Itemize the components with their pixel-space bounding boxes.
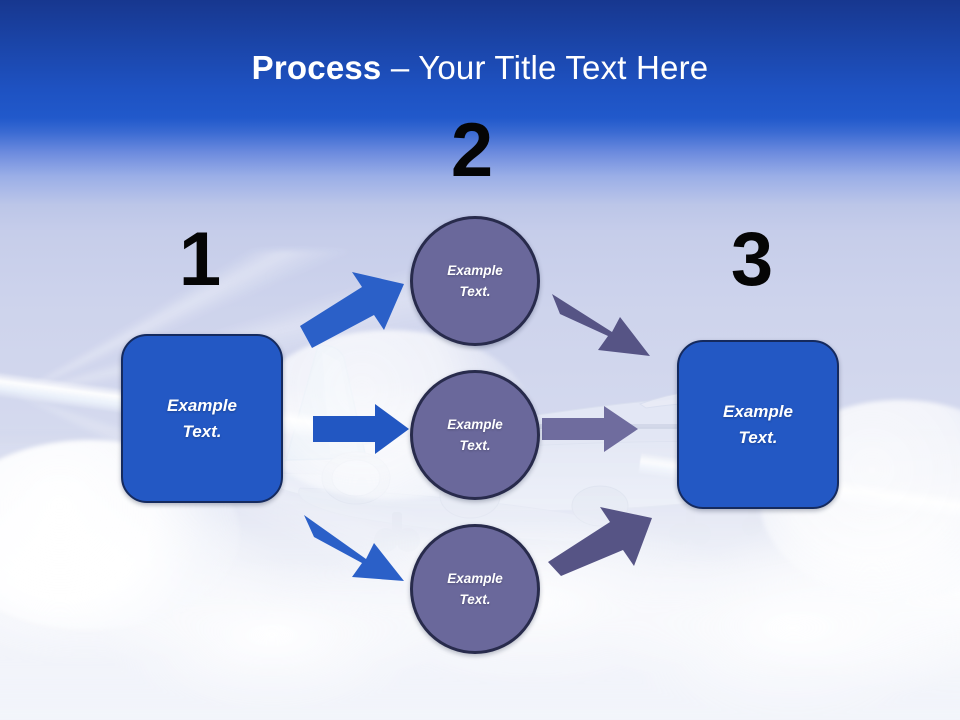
process-circle-bottom-label: Example Text. bbox=[447, 571, 503, 607]
page-title-bold: Process bbox=[251, 49, 382, 86]
process-box-right-label: Example Text. bbox=[723, 401, 793, 447]
process-circle-top[interactable]: Example Text. bbox=[410, 216, 540, 346]
process-circle-middle-label: Example Text. bbox=[447, 417, 503, 453]
step-number-2: 2 bbox=[450, 108, 494, 193]
page-title: Process – Your Title Text Here bbox=[0, 48, 960, 88]
process-circle-middle[interactable]: Example Text. bbox=[410, 370, 540, 500]
step-number-3: 3 bbox=[730, 217, 774, 302]
process-circle-top-label: Example Text. bbox=[447, 263, 503, 299]
arrow-left-to-bottom-circle[interactable] bbox=[304, 503, 408, 581]
arrow-left-to-top-circle[interactable] bbox=[300, 272, 404, 348]
page-title-rest: Your Title Text Here bbox=[418, 49, 709, 86]
arrow-middle-circle-to-right[interactable] bbox=[542, 404, 638, 454]
process-box-left-label: Example Text. bbox=[167, 395, 237, 441]
process-box-left[interactable]: Example Text. bbox=[121, 334, 283, 503]
arrow-bottom-circle-to-right[interactable] bbox=[548, 500, 652, 576]
page-title-separator: – bbox=[381, 49, 419, 86]
step-number-1: 1 bbox=[178, 217, 222, 302]
process-box-right[interactable]: Example Text. bbox=[677, 340, 839, 509]
arrow-top-circle-to-right[interactable] bbox=[552, 284, 656, 356]
process-circle-bottom[interactable]: Example Text. bbox=[410, 524, 540, 654]
arrow-left-to-middle-circle[interactable] bbox=[313, 404, 409, 454]
